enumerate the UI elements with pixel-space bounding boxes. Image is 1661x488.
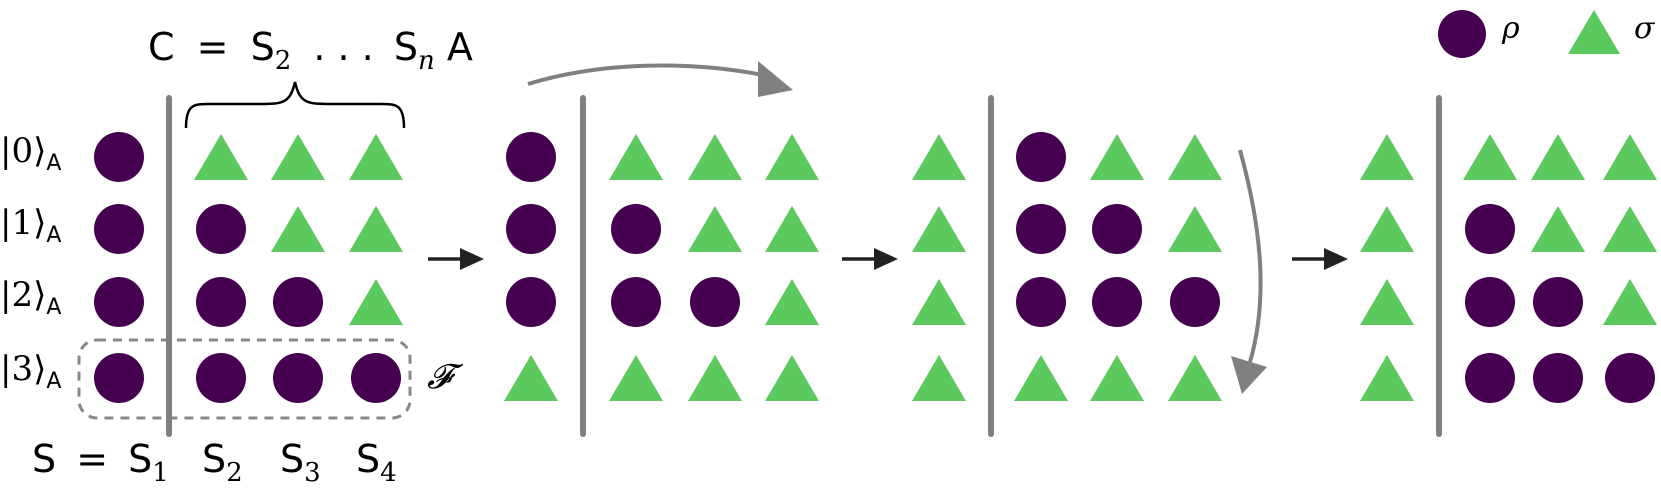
step-arrow-2-head bbox=[874, 248, 898, 270]
panel-2-r1-c0-rho-circle bbox=[611, 204, 661, 254]
top-label: C = S2 . . . Sn A bbox=[148, 25, 473, 129]
step-arrow-3-head bbox=[1324, 248, 1348, 270]
fidelity-box bbox=[77, 338, 412, 420]
panel-1-r0-c0-sigma-triangle bbox=[194, 134, 248, 180]
panel-2-r2-c2-sigma-triangle bbox=[765, 279, 819, 325]
panel-3-r2-c2-rho-circle bbox=[1170, 277, 1220, 327]
ket-2: |2⟩A bbox=[0, 275, 61, 320]
panel-2-r3-c0-sigma-triangle bbox=[609, 355, 663, 401]
label-s-eq-s1: S = S1 bbox=[32, 437, 169, 488]
ket-1: |1⟩A bbox=[0, 203, 61, 248]
curved-arrows bbox=[527, 61, 1267, 394]
legend-rho-circle bbox=[1438, 10, 1486, 58]
panel-4-r3-c0-rho-circle bbox=[1465, 353, 1515, 403]
legend-sigma-triangle bbox=[1568, 10, 1620, 54]
legend-sigma-label: σ bbox=[1634, 11, 1656, 46]
panel-2-r3-c2-sigma-triangle bbox=[765, 355, 819, 401]
panel-3-r3-c2-sigma-triangle bbox=[1168, 355, 1222, 401]
brace bbox=[184, 81, 406, 129]
svg-text:C = S2 . . .: C = S2 . . . Sn A bbox=[148, 25, 473, 78]
panel-4-r1-c2-sigma-triangle bbox=[1603, 206, 1657, 252]
bottom-labels: S = S1 S2 S3 S4 bbox=[32, 437, 397, 488]
panel-3-r0-c0-rho-circle bbox=[1016, 132, 1066, 182]
panel-4-ancilla-row-1-sigma-triangle bbox=[1360, 206, 1414, 252]
panel-4-r0-c1-sigma-triangle bbox=[1531, 134, 1585, 180]
panel-4-ancilla-row-0-sigma-triangle bbox=[1360, 134, 1414, 180]
panel-4-r2-c2-sigma-triangle bbox=[1603, 279, 1657, 325]
panel-4-r1-c0-rho-circle bbox=[1465, 204, 1515, 254]
panel-1-r3-c2-rho-circle bbox=[351, 353, 401, 403]
panel-3-ancilla-row-1-sigma-triangle bbox=[912, 206, 966, 252]
legend: ρ σ bbox=[1438, 10, 1656, 58]
panel-2-ancilla-row-0-rho-circle bbox=[506, 132, 556, 182]
panel-4-r1-c1-sigma-triangle bbox=[1531, 206, 1585, 252]
panel-1-r3-c1-rho-circle bbox=[273, 353, 323, 403]
cycle-arrow-right-head bbox=[1231, 356, 1267, 394]
panel-2-r0-c0-sigma-triangle bbox=[609, 134, 663, 180]
panel-1-ancilla-row-3-rho-circle bbox=[94, 353, 144, 403]
panel-1-ancilla-row-0-rho-circle bbox=[94, 132, 144, 182]
panel-2-ancilla-row-3-sigma-triangle bbox=[504, 355, 558, 401]
panel-4-r0-c2-sigma-triangle bbox=[1603, 134, 1657, 180]
panel-1-r3-c0-rho-circle bbox=[196, 353, 246, 403]
panel-2-r1-c1-sigma-triangle bbox=[688, 206, 742, 252]
panel-4-ancilla-row-3-sigma-triangle bbox=[1360, 355, 1414, 401]
panel-2-r3-c1-sigma-triangle bbox=[688, 355, 742, 401]
panel-1-ancilla-row-1-rho-circle bbox=[94, 204, 144, 254]
step-arrow-1-head bbox=[460, 248, 484, 270]
panel-3-r0-c2-sigma-triangle bbox=[1168, 134, 1222, 180]
panel-4-ancilla-row-2-sigma-triangle bbox=[1360, 279, 1414, 325]
panel-3-r1-c0-rho-circle bbox=[1016, 204, 1066, 254]
panel-3-ancilla-row-0-sigma-triangle bbox=[912, 134, 966, 180]
label-s2: S2 bbox=[202, 437, 243, 488]
ket-0: |0⟩A bbox=[0, 131, 61, 176]
panel-1-r2-c0-rho-circle bbox=[196, 277, 246, 327]
panel-1-r1-c0-rho-circle bbox=[196, 204, 246, 254]
panel-2-r2-c1-rho-circle bbox=[690, 277, 740, 327]
panel-2-r1-c2-sigma-triangle bbox=[765, 206, 819, 252]
panel-1-r2-c2-sigma-triangle bbox=[349, 279, 403, 325]
panel-1-r1-c1-sigma-triangle bbox=[271, 206, 325, 252]
panel-2-r0-c2-sigma-triangle bbox=[765, 134, 819, 180]
panel-1-r1-c2-sigma-triangle bbox=[349, 206, 403, 252]
panel-3-r3-c1-sigma-triangle bbox=[1090, 355, 1144, 401]
panel-3 bbox=[912, 95, 1222, 437]
panel-1-r2-c1-rho-circle bbox=[273, 277, 323, 327]
panel-4 bbox=[1360, 95, 1657, 437]
panel-1-r0-c1-sigma-triangle bbox=[271, 134, 325, 180]
fidelity-label: 𝓕 bbox=[427, 357, 464, 397]
panel-4-r3-c2-rho-circle bbox=[1605, 353, 1655, 403]
ket-3: |3⟩A bbox=[0, 349, 61, 394]
label-s3: S3 bbox=[280, 437, 321, 488]
panel-2 bbox=[504, 95, 819, 437]
step-arrows bbox=[428, 248, 1348, 270]
panel-3-ancilla-row-3-sigma-triangle bbox=[912, 355, 966, 401]
panel-4-r3-c1-rho-circle bbox=[1533, 353, 1583, 403]
swap-arrow-top bbox=[527, 63, 769, 86]
panel-1 bbox=[94, 95, 403, 437]
row-labels: |0⟩A |1⟩A |2⟩A |3⟩A bbox=[0, 131, 61, 394]
panel-1-r0-c2-sigma-triangle bbox=[349, 134, 403, 180]
panel-3-ancilla-row-2-sigma-triangle bbox=[912, 279, 966, 325]
panels bbox=[94, 95, 1657, 437]
panel-3-r1-c2-sigma-triangle bbox=[1168, 206, 1222, 252]
panel-3-r2-c1-rho-circle bbox=[1092, 277, 1142, 327]
swap-arrow-top-head bbox=[758, 61, 793, 97]
cycle-arrow-right bbox=[1238, 149, 1263, 363]
legend-rho-label: ρ bbox=[1501, 11, 1520, 46]
panel-3-r2-c0-rho-circle bbox=[1016, 277, 1066, 327]
panel-4-r0-c0-sigma-triangle bbox=[1463, 134, 1517, 180]
panel-4-r2-c1-rho-circle bbox=[1533, 277, 1583, 327]
label-s4: S4 bbox=[356, 437, 397, 488]
panel-4-r2-c0-rho-circle bbox=[1465, 277, 1515, 327]
panel-1-ancilla-row-2-rho-circle bbox=[94, 277, 144, 327]
panel-2-ancilla-row-1-rho-circle bbox=[506, 204, 556, 254]
panel-3-r1-c1-rho-circle bbox=[1092, 204, 1142, 254]
panel-3-r3-c0-sigma-triangle bbox=[1014, 355, 1068, 401]
panel-3-r0-c1-sigma-triangle bbox=[1090, 134, 1144, 180]
panel-2-ancilla-row-2-rho-circle bbox=[506, 277, 556, 327]
panel-2-r2-c0-rho-circle bbox=[611, 277, 661, 327]
panel-2-r0-c1-sigma-triangle bbox=[688, 134, 742, 180]
